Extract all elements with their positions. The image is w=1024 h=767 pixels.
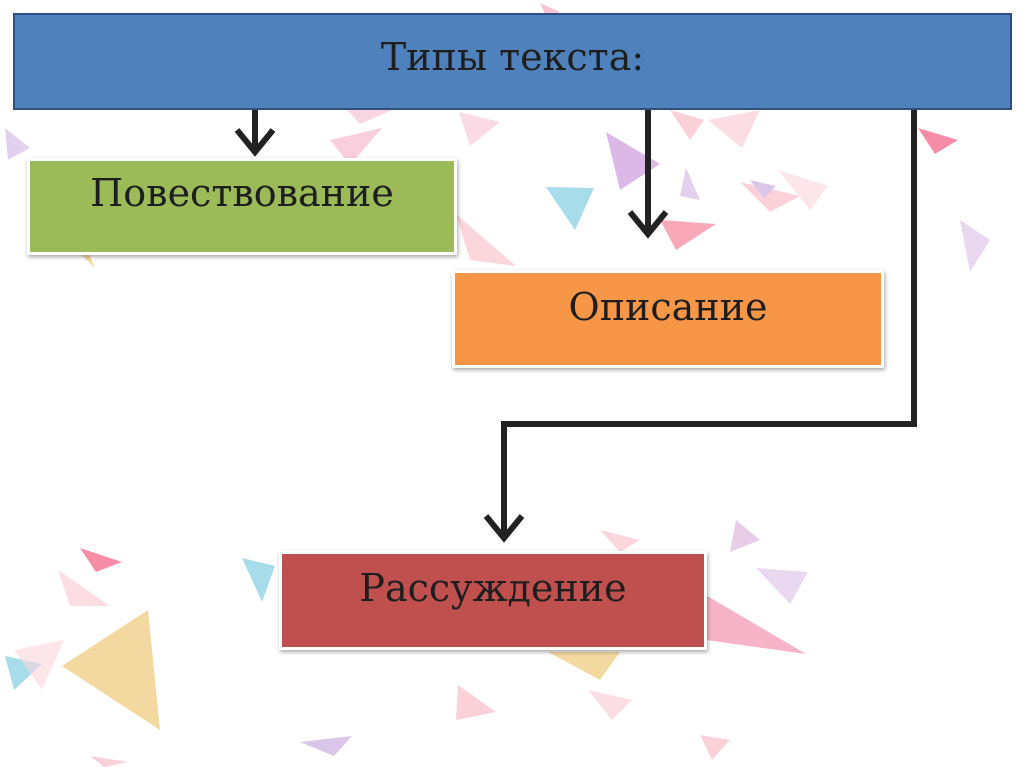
confetti-triangle — [730, 520, 760, 552]
confetti-triangle — [670, 110, 704, 140]
confetti-triangle — [700, 735, 730, 760]
confetti-triangle — [459, 112, 500, 146]
confetti-triangle — [62, 610, 160, 730]
confetti-triangle — [756, 568, 808, 604]
node-narration-label: Повествование — [90, 171, 394, 215]
confetti-triangle — [546, 187, 594, 230]
confetti-triangle — [300, 736, 352, 756]
root-node-label: Типы текста: — [380, 35, 645, 79]
confetti-triangle — [242, 558, 275, 602]
confetti-triangle — [778, 170, 828, 210]
confetti-triangle — [456, 214, 516, 266]
node-reasoning: Рассуждение — [279, 551, 707, 650]
confetti-triangle — [540, 3, 560, 20]
confetti-triangle — [600, 530, 640, 552]
confetti-triangle — [960, 220, 990, 272]
node-description: Описание — [452, 270, 884, 368]
confetti-triangle — [606, 132, 660, 190]
confetti-triangle — [80, 548, 122, 572]
node-description-label: Описание — [568, 285, 768, 329]
confetti-triangle — [456, 685, 496, 720]
confetti-triangle — [708, 110, 760, 148]
confetti-triangle — [90, 756, 128, 767]
confetti-triangle — [330, 128, 382, 165]
confetti-triangle — [660, 220, 716, 250]
root-node-text-types: Типы текста: — [13, 13, 1012, 110]
confetti-triangle — [680, 168, 700, 200]
confetti-triangle — [548, 652, 620, 680]
confetti-triangle — [704, 594, 806, 654]
confetti-triangle — [58, 570, 110, 606]
node-narration: Повествование — [27, 158, 457, 255]
node-reasoning-label: Рассуждение — [359, 566, 627, 610]
confetti-triangle — [5, 128, 30, 160]
confetti-triangle — [14, 640, 64, 690]
confetti-triangle — [918, 128, 958, 154]
confetti-triangle — [588, 690, 632, 720]
